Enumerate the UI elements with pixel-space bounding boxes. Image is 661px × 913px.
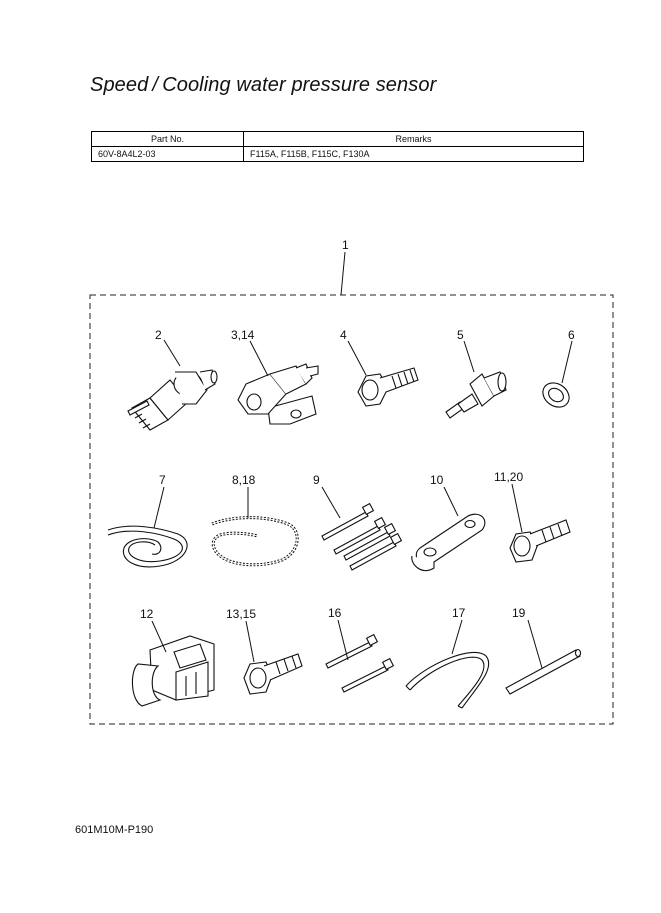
part-nipple-icon [445, 371, 507, 419]
callout-2: 2 [155, 328, 162, 342]
callout-13: 13,15 [226, 607, 256, 621]
callout-6: 6 [568, 328, 575, 342]
part-sensor-icon [127, 369, 218, 431]
leader-4 [347, 340, 367, 376]
callout-16: 16 [328, 606, 342, 620]
leader-13 [245, 620, 255, 663]
callout-5: 5 [457, 328, 464, 342]
part-housing-icon [237, 363, 319, 425]
callout-1: 1 [342, 238, 349, 252]
kit-boundary [89, 294, 614, 725]
callout-4: 4 [340, 328, 347, 342]
part-washer-icon [542, 382, 570, 408]
leader-9 [321, 486, 341, 519]
callout-17: 17 [452, 606, 466, 620]
leader-3 [249, 340, 269, 377]
leader-7 [153, 486, 165, 529]
part-bolt-icon [357, 367, 419, 407]
part-cable-ties-icon [321, 502, 403, 571]
page-code: 601M10M-P190 [75, 824, 154, 836]
callout-19: 19 [512, 606, 526, 620]
part-hose-icon [405, 651, 490, 709]
leader-6 [561, 340, 573, 384]
parts-table: Part No. Remarks 60V-8A4L2-03 F115A, F11… [91, 131, 584, 162]
part-plate-icon [411, 513, 486, 572]
leader-19 [527, 619, 543, 669]
table-header-row: Part No. Remarks [91, 131, 584, 147]
part-hose-coil-icon [107, 525, 188, 568]
part-spring-coil-icon [211, 516, 299, 567]
leader-16 [337, 619, 349, 661]
part-screw-icon [243, 653, 303, 695]
leader-11 [511, 483, 523, 533]
leader-10 [443, 486, 459, 517]
callout-9: 9 [313, 473, 320, 487]
part-cable-ties-2-icon [325, 633, 395, 693]
leader-5 [463, 340, 475, 373]
part-tube-icon [505, 648, 582, 695]
part-clamp-icon [131, 635, 215, 707]
leader-12 [151, 620, 167, 653]
leader-17 [451, 619, 463, 655]
leader-2 [163, 339, 181, 367]
callout-10: 10 [430, 473, 444, 487]
cell-remarks: F115A, F115B, F115C, F130A [243, 146, 584, 162]
page-title: Speed / Cooling water pressure sensor [90, 74, 437, 96]
callout-11: 11,20 [494, 470, 523, 484]
part-bolt-2-icon [509, 519, 571, 563]
callout-8: 8,18 [232, 473, 256, 487]
callout-3: 3,14 [231, 328, 255, 342]
leader-1 [340, 251, 346, 296]
callout-7: 7 [159, 473, 166, 487]
table-row: 60V-8A4L2-03 F115A, F115B, F115C, F130A [91, 146, 584, 162]
callout-12: 12 [140, 607, 154, 621]
